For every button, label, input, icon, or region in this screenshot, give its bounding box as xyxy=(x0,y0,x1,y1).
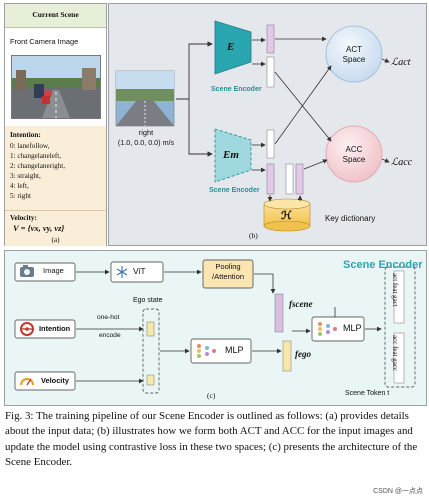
panel-c-diagram xyxy=(14,259,416,394)
ego-state-label: Ego state xyxy=(133,297,163,304)
panel-b-tag: (b) xyxy=(249,231,258,240)
act-feat-label: act feat gact xyxy=(391,273,399,307)
panel-a-header: Current Scene xyxy=(5,4,106,28)
steering-wheel-icon xyxy=(20,322,34,336)
act-space-line2: Space xyxy=(342,55,366,64)
f-ego-feature xyxy=(282,340,292,372)
neural-net-icon-left xyxy=(197,344,216,358)
input-driving-image xyxy=(115,70,175,127)
intention-item-3: 3: straight, xyxy=(10,172,41,180)
intention-section: Intention: 0: lanefollow, 1: changelanel… xyxy=(5,126,106,210)
key-dictionary-label: Key dictionary xyxy=(325,214,376,223)
mlp-right-box xyxy=(311,316,365,342)
pooling-line2: /Attention xyxy=(211,272,245,281)
pooling-line1: Pooling xyxy=(215,262,241,271)
intention-item-2: 2: changelaneright, xyxy=(10,162,66,170)
pooling-attention-box xyxy=(202,259,254,289)
acc-space-line2: Space xyxy=(342,155,366,164)
loss-acc-label: ℒacc xyxy=(391,157,413,168)
velocity-section: Velocity: V = {vx, vy, vz} (a) xyxy=(5,210,106,246)
encoder-em-label: Em xyxy=(223,149,239,161)
intention-item-5: 5: right xyxy=(10,192,31,200)
f-scene-feature xyxy=(274,293,284,333)
scene-encoder-label-bottom: Scene Encoder xyxy=(209,187,260,194)
feature-act-top xyxy=(266,24,275,54)
intention-item-1: 1: changelaneleft, xyxy=(10,152,62,160)
vit-box xyxy=(110,261,164,283)
panel-c-scene-encoder-architecture: Scene Encoder Image ViT Pooling /Attenti… xyxy=(4,250,427,406)
image-input-label: Image xyxy=(43,266,64,275)
key-dictionary-cylinder xyxy=(263,198,311,232)
front-camera-label: Front Camera Image xyxy=(10,37,79,46)
velocity-formula: V = {vx, vy, vz} xyxy=(13,223,65,233)
input-image-caption-line2: (1.0, 0.0, 0.0) m/s xyxy=(117,138,175,147)
panel-c-tag: (c) xyxy=(207,391,216,400)
act-space-sphere xyxy=(325,25,383,83)
speedometer-icon xyxy=(20,378,34,386)
mlp-left-label: MLP xyxy=(225,345,244,355)
one-hot-line1: one-hot xyxy=(97,314,120,321)
scene-token-group xyxy=(384,266,416,388)
front-camera-image xyxy=(11,55,101,119)
scene-encoder-title: Scene Encoder xyxy=(343,259,423,271)
figure-caption: Fig. 3: The training pipeline of our Sce… xyxy=(5,410,418,469)
scene-encoder-label-top: Scene Encoder xyxy=(211,86,262,93)
f-ego-label: fego xyxy=(295,349,311,359)
acc-feat-bar xyxy=(393,332,405,384)
feature-acc-top xyxy=(266,56,275,88)
panel-a-tag: (a) xyxy=(51,236,60,244)
f-scene-label: fscene xyxy=(289,299,313,309)
act-space-line1: ACT xyxy=(346,45,362,54)
scene-token-label: Scene Token t xyxy=(345,390,390,397)
mlp-left-box xyxy=(190,338,252,364)
panel-a-current-scene: Current Scene Front Camera Image Intenti… xyxy=(4,3,107,246)
mlp-right-label: MLP xyxy=(343,323,362,333)
acc-feat-label: acc feat gacc xyxy=(391,335,399,372)
key-dictionary-symbol: ℋ xyxy=(281,210,292,222)
intention-title: Intention: xyxy=(10,131,41,139)
intention-item-4: 4: left, xyxy=(10,182,29,190)
watermark: CSDN @一点点 xyxy=(373,488,423,495)
encoder-e-label: E xyxy=(227,41,235,53)
loss-act-label: ℒact xyxy=(391,57,411,68)
snowflake-icon xyxy=(116,266,128,278)
feature-acc-bottom xyxy=(266,163,275,195)
camera-icon xyxy=(20,265,34,277)
intention-input-label: Intention xyxy=(39,324,71,333)
encoder-e-block xyxy=(214,20,252,75)
panel-b-diagram xyxy=(115,20,390,232)
panel-b-contrastive-training: right (1.0, 0.0, 0.0) m/s E Em Scene Enc… xyxy=(108,3,427,246)
velocity-input-label: Velocity xyxy=(41,376,69,385)
velocity-title: Velocity: xyxy=(10,214,37,222)
ego-state-group xyxy=(142,308,160,394)
one-hot-line2: encode xyxy=(99,332,121,339)
encoder-em-block xyxy=(214,128,252,183)
acc-space-sphere xyxy=(325,125,383,183)
intention-item-0: 0: lanefollow, xyxy=(10,142,50,150)
input-image-caption-line1: right xyxy=(138,128,154,137)
current-scene-title: Current Scene xyxy=(32,10,79,19)
neural-net-icon-right xyxy=(318,322,337,336)
vit-label: ViT xyxy=(133,266,146,276)
act-feat-bar xyxy=(393,270,405,324)
acc-space-line1: ACC xyxy=(345,145,363,154)
velocity-input-box xyxy=(14,371,76,391)
feature-act-bottom xyxy=(266,129,275,159)
